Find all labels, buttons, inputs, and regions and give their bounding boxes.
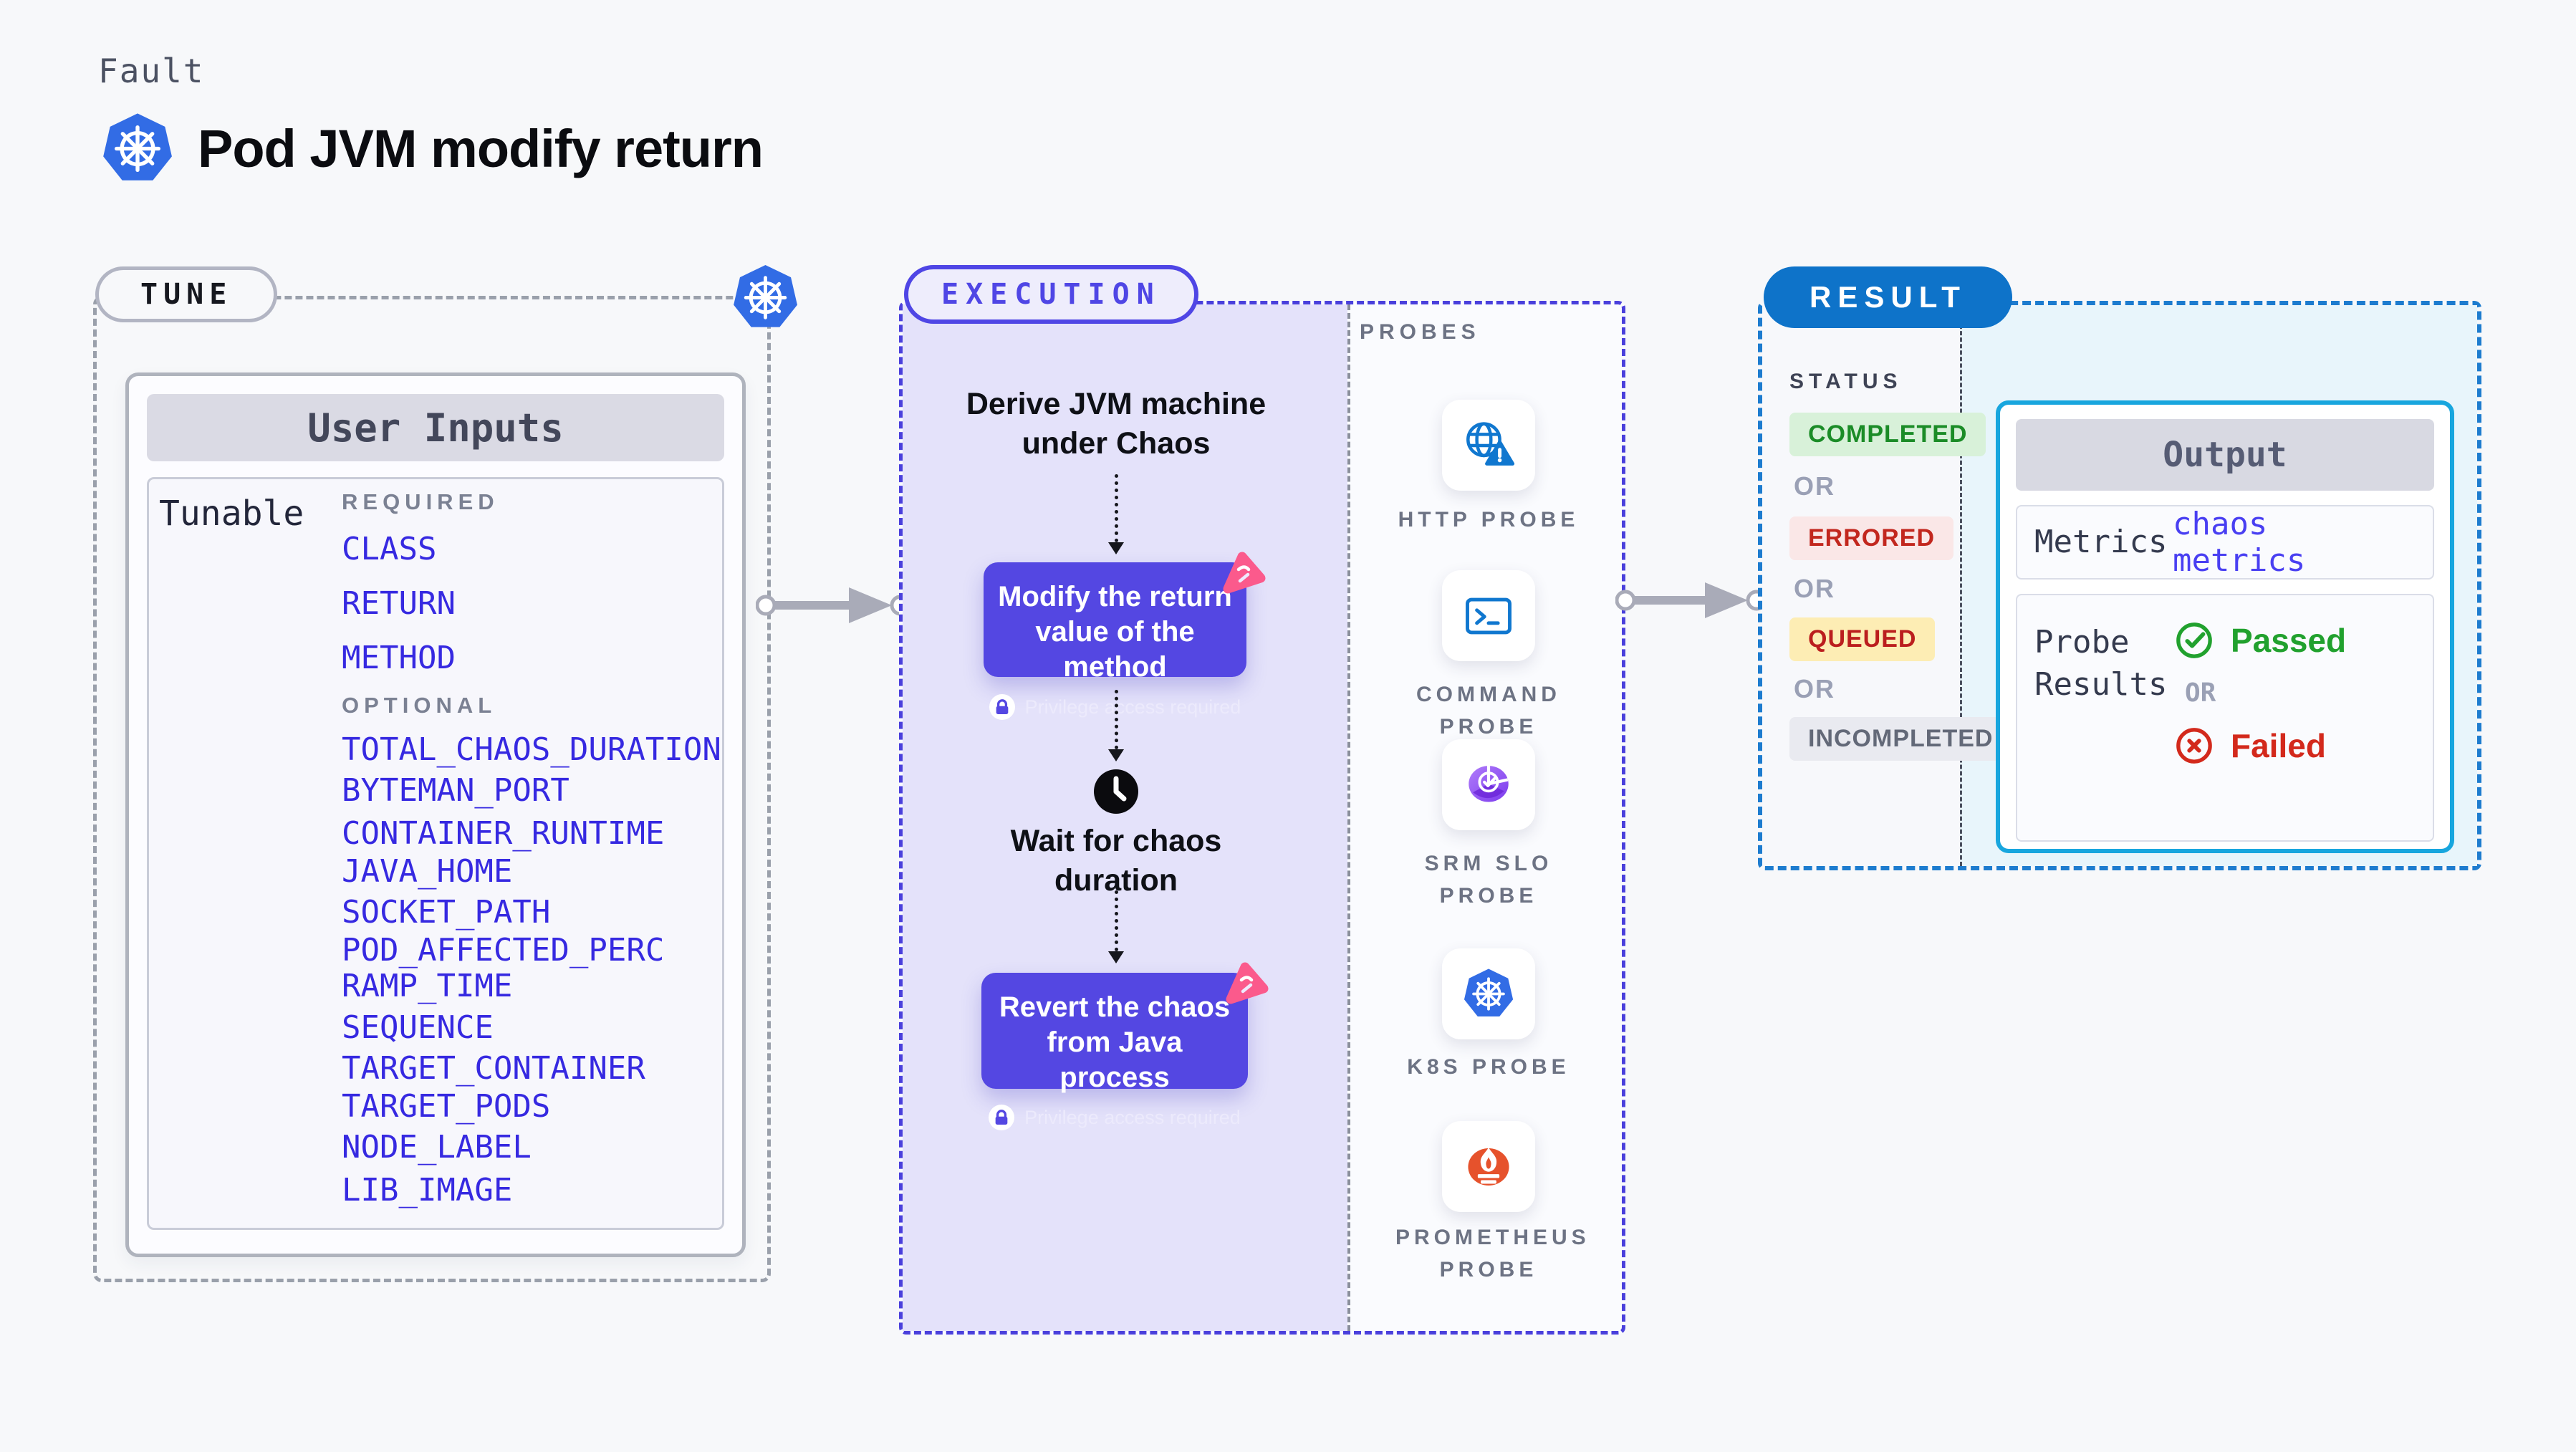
tunable-item: RAMP_TIME bbox=[342, 968, 513, 1004]
kubernetes-icon bbox=[99, 109, 176, 188]
or-label: OR bbox=[1794, 574, 1835, 603]
probe-label: COMMAND PROBE bbox=[1416, 683, 1561, 739]
probe-results-label: Probe Results bbox=[2034, 624, 2168, 703]
user-inputs-title: User Inputs bbox=[147, 394, 724, 461]
probe-label: K8S PROBE bbox=[1407, 1055, 1570, 1079]
step-modify: Modify the return value of the method bbox=[998, 581, 1232, 683]
lock-icon bbox=[989, 1105, 1015, 1131]
status-column bbox=[1762, 305, 1960, 866]
chaos-icon bbox=[1221, 961, 1271, 1011]
slo-pie-icon bbox=[1469, 764, 1509, 802]
optional-label: OPTIONAL bbox=[342, 693, 497, 718]
tunable-item: TARGET_PODS bbox=[342, 1088, 551, 1125]
probe-label: HTTP PROBE bbox=[1398, 508, 1580, 532]
probe-card-command bbox=[1442, 570, 1535, 661]
execution-badge: EXECUTION bbox=[904, 265, 1198, 324]
failed-label: Failed bbox=[2231, 727, 2326, 764]
execution-flow-area bbox=[903, 304, 1347, 1331]
required-label: REQUIRED bbox=[342, 489, 499, 514]
tune-section bbox=[93, 296, 771, 1282]
tunable-item: POD_AFFECTED_PERC bbox=[342, 932, 665, 968]
or-label: OR bbox=[1794, 471, 1835, 501]
probe-label: SRM SLO PROBE bbox=[1424, 852, 1553, 908]
failed-line: Failed bbox=[2175, 726, 2346, 765]
kubernetes-icon bbox=[1461, 966, 1516, 1022]
tunable-item: RETURN bbox=[342, 585, 456, 622]
kubernetes-icon bbox=[729, 261, 802, 335]
metrics-row: Metrics chaos metrics bbox=[2016, 505, 2434, 580]
step-derive: Derive JVM machine under Chaos bbox=[966, 387, 1267, 461]
probe-card-k8s bbox=[1442, 948, 1535, 1039]
metrics-label: Metrics bbox=[2034, 524, 2168, 561]
status-badge-errored: ERRORED bbox=[1789, 516, 1954, 560]
tunable-item: METHOD bbox=[342, 640, 456, 676]
flow-arrow-icon bbox=[756, 587, 910, 623]
down-arrow-icon bbox=[1105, 890, 1127, 963]
step-revert: Revert the chaos from Java process bbox=[999, 991, 1231, 1093]
output-title: Output bbox=[2016, 419, 2434, 491]
probe-card-prometheus bbox=[1442, 1121, 1535, 1212]
or-label: OR bbox=[2185, 678, 2216, 708]
tunable-item: TARGET_CONTAINER bbox=[342, 1050, 645, 1087]
user-inputs-panel: User Inputs Tunable REQUIRED CLASS RETUR… bbox=[125, 372, 746, 1257]
execution-section: Derive JVM machine under Chaos Modify th… bbox=[899, 301, 1625, 1335]
tunable-item: BYTEMAN_PORT bbox=[342, 772, 569, 809]
tunable-item: JAVA_HOME bbox=[342, 853, 513, 890]
tunable-group-label: Tunable bbox=[159, 494, 304, 534]
x-circle-icon bbox=[2176, 728, 2212, 764]
tunable-item: CLASS bbox=[342, 531, 437, 567]
execution-probes-divider bbox=[1347, 304, 1350, 1331]
probe-label: PROMETHEUS PROBE bbox=[1395, 1226, 1590, 1282]
or-label: OR bbox=[1794, 674, 1835, 703]
metrics-value: chaos metrics bbox=[2172, 506, 2306, 579]
chaos-icon bbox=[1218, 551, 1268, 601]
probes-label: PROBES bbox=[1360, 320, 1481, 344]
down-arrow-icon bbox=[1105, 690, 1127, 761]
clock-icon bbox=[1093, 769, 1139, 814]
tune-badge: TUNE bbox=[95, 266, 278, 322]
page-header: Pod JVM modify return bbox=[99, 109, 764, 188]
step-modify-box: Modify the return value of the method Pr… bbox=[984, 562, 1246, 721]
passed-label: Passed bbox=[2231, 622, 2347, 659]
globe-warning-icon bbox=[1466, 421, 1515, 466]
status-badge-completed: COMPLETED bbox=[1789, 413, 1986, 456]
tunable-item: SEQUENCE bbox=[342, 1009, 494, 1046]
privilege-note: Privilege access required bbox=[981, 1105, 1248, 1131]
tunable-item: LIB_IMAGE bbox=[342, 1172, 513, 1208]
step-revert-box: Revert the chaos from Java process Privi… bbox=[981, 973, 1248, 1131]
status-badge-queued: QUEUED bbox=[1789, 617, 1936, 661]
probe-card-http bbox=[1442, 400, 1535, 491]
status-badge-incompleted: INCOMPLETED bbox=[1789, 717, 2012, 761]
result-section: STATUS COMPLETED OR ERRORED OR QUEUED OR… bbox=[1758, 301, 2481, 870]
flow-arrow-icon bbox=[1615, 582, 1767, 618]
tunable-item: SOCKET_PATH bbox=[342, 894, 551, 931]
passed-line: Passed bbox=[2175, 621, 2346, 660]
tunable-item: NODE_LABEL bbox=[342, 1129, 532, 1165]
down-arrow-icon bbox=[1105, 474, 1127, 554]
step-wait: Wait for chaos duration bbox=[1010, 824, 1222, 898]
check-circle-icon bbox=[2176, 622, 2212, 658]
result-badge: RESULT bbox=[1764, 266, 2012, 328]
result-divider bbox=[1960, 305, 1962, 866]
tunable-item: CONTAINER_RUNTIME bbox=[342, 815, 665, 852]
probe-results-row: Probe Results Passed OR Failed bbox=[2016, 594, 2434, 842]
tunables-list: Tunable REQUIRED CLASS RETURN METHOD OPT… bbox=[147, 477, 724, 1230]
fault-label: Fault bbox=[98, 52, 205, 90]
status-label: STATUS bbox=[1789, 370, 1903, 393]
output-panel: Output Metrics chaos metrics Probe Resul… bbox=[1996, 400, 2454, 853]
terminal-icon bbox=[1466, 597, 1512, 634]
probe-card-srm-slo bbox=[1442, 739, 1535, 830]
page-title: Pod JVM modify return bbox=[198, 119, 764, 178]
tunable-item: TOTAL_CHAOS_DURATION bbox=[342, 731, 721, 768]
lock-icon bbox=[989, 694, 1015, 721]
privilege-note: Privilege access required bbox=[984, 694, 1246, 721]
prometheus-icon bbox=[1468, 1147, 1509, 1186]
